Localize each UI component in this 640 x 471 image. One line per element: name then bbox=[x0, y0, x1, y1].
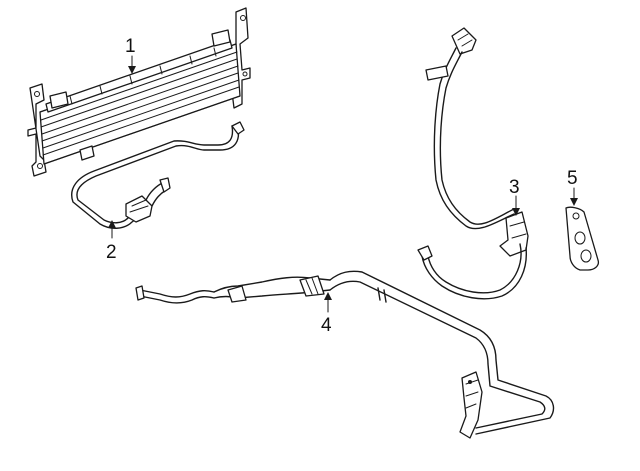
callout-1: 1 bbox=[125, 36, 136, 57]
gasket bbox=[565, 206, 600, 271]
callout-2: 2 bbox=[106, 242, 117, 263]
cooler-line-long-upper bbox=[417, 27, 529, 300]
callout-5: 5 bbox=[567, 168, 578, 189]
callout-leaders bbox=[108, 55, 578, 313]
oil-cooler bbox=[27, 7, 251, 177]
callout-3: 3 bbox=[509, 177, 520, 198]
callout-4: 4 bbox=[321, 315, 332, 336]
cooler-line-long-lower bbox=[135, 270, 555, 439]
